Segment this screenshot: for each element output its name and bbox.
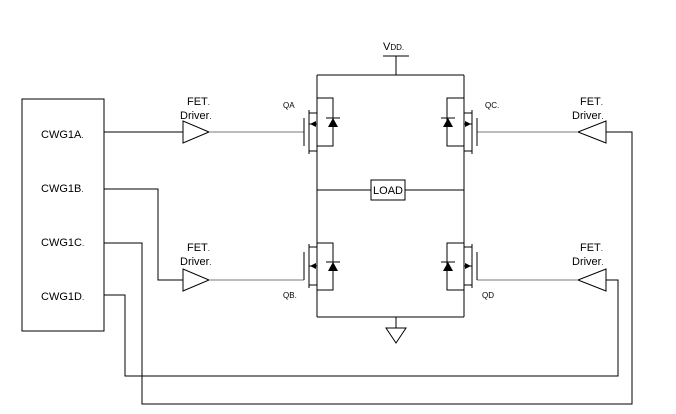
svg-text:FET.: FET. xyxy=(187,242,210,254)
mosfet-qb: QB. xyxy=(283,242,340,300)
cwg-pin-a-label: CWG1A. xyxy=(41,129,84,141)
signal-wires xyxy=(104,131,633,405)
svg-text:FET.: FET. xyxy=(187,96,210,108)
svg-text:QC.: QC. xyxy=(485,101,499,110)
cwg-pin-b-label: CWG1B. xyxy=(41,183,84,195)
svg-text:QA: QA xyxy=(283,101,295,110)
ground-symbol xyxy=(385,317,407,344)
svg-text:QD: QD xyxy=(482,291,494,300)
svg-text:FET.: FET. xyxy=(580,96,603,108)
svg-text:Driver.: Driver. xyxy=(180,256,212,268)
cwg-module: CWG1A. CWG1B. CWG1C. CWG1D. xyxy=(21,98,105,332)
svg-text:Driver.: Driver. xyxy=(572,256,604,268)
fet-driver-b: FET. Driver. xyxy=(180,242,304,292)
svg-text:Driver.: Driver. xyxy=(572,110,604,122)
fet-driver-a: FET. Driver. xyxy=(180,96,304,144)
svg-text:QB.: QB. xyxy=(283,291,297,300)
vdd-supply: VDD. xyxy=(383,41,409,75)
fet-driver-c: FET. Driver. xyxy=(477,96,607,144)
load-label: LOAD xyxy=(373,185,403,197)
vdd-label: VDD. xyxy=(383,41,404,53)
cwg-pin-c-label: CWG1C. xyxy=(41,237,84,249)
fet-driver-d: FET. Driver. xyxy=(477,242,607,292)
mosfet-qd: QD xyxy=(441,242,494,300)
svg-text:Driver.: Driver. xyxy=(180,110,212,122)
svg-text:FET.: FET. xyxy=(580,242,603,254)
mosfet-qa: QA xyxy=(283,97,340,154)
cwg-pin-d-label: CWG1D. xyxy=(41,291,84,303)
load: LOAD xyxy=(370,179,406,201)
mosfet-qc: QC. xyxy=(441,97,499,154)
